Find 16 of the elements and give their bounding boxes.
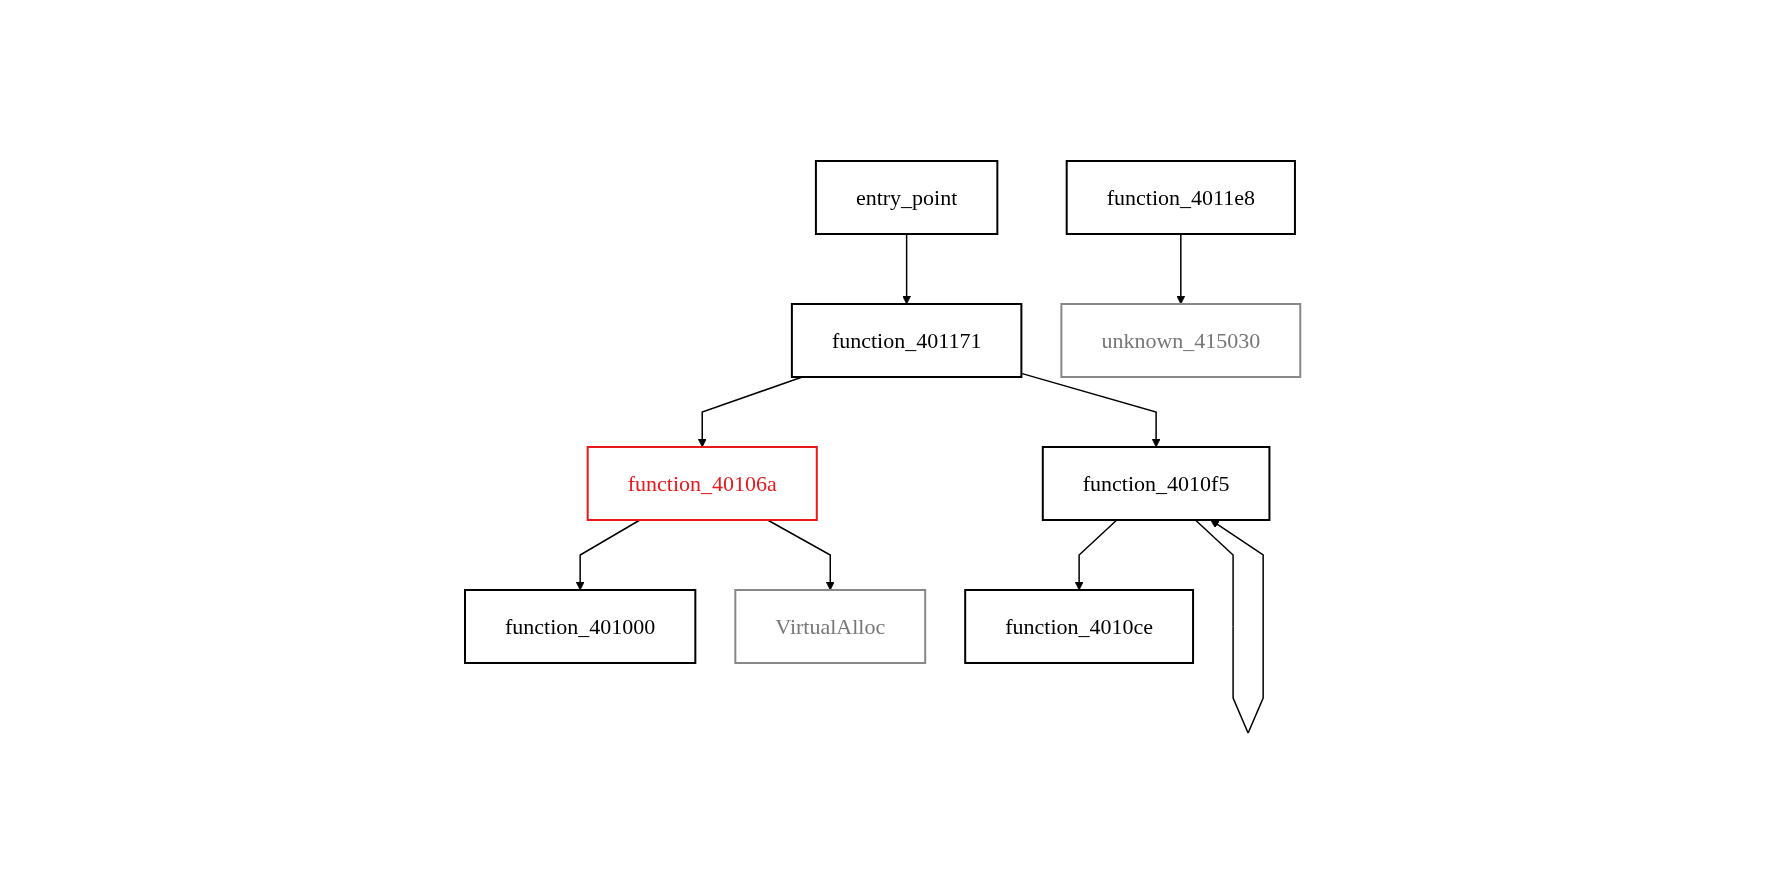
node-box: function_4011e8 — [1066, 159, 1297, 235]
arrow — [767, 519, 835, 591]
arrow — [902, 233, 912, 305]
node-box: function_401000 — [464, 588, 697, 664]
arrow — [1021, 372, 1161, 448]
node-box: function_4010f5 — [1042, 445, 1271, 521]
node-box: function_401171 — [791, 302, 1023, 378]
arrow — [1075, 519, 1118, 591]
arrow — [576, 519, 642, 591]
node-box: unknown_415030 — [1060, 302, 1302, 378]
node-box: entry_point — [815, 159, 999, 235]
arrow — [1176, 233, 1186, 305]
node-box: function_4010ce — [964, 588, 1195, 664]
node-box: function_40106a — [587, 445, 819, 521]
arrow — [1195, 519, 1265, 734]
node-box: VirtualAlloc — [734, 588, 927, 664]
